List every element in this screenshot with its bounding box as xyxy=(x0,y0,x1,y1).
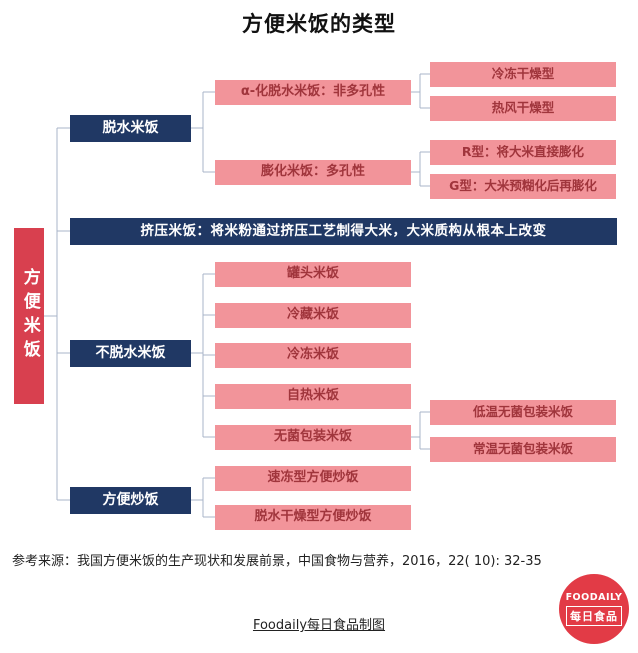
root-trunk-line xyxy=(44,127,70,501)
puffed-bracket-line xyxy=(411,151,430,187)
node-refrigerated-rice: 冷藏米饭 xyxy=(215,303,411,328)
node-freeze-dried: 冷冻干燥型 xyxy=(430,62,616,87)
diagram-title: 方便米饭的类型 xyxy=(242,12,396,36)
node-puffed-rice: 膨化米饭：多孔性 xyxy=(215,160,411,185)
alpha-bracket-line xyxy=(411,73,430,109)
node-dehydrated-dried-fried-rice: 脱水干燥型方便炒饭 xyxy=(215,505,411,530)
node-alpha-dehydrated: α-化脱水米饭：非多孔性 xyxy=(215,80,411,105)
node-canned-rice: 罐头米饭 xyxy=(215,262,411,287)
node-low-temp-aseptic: 低温无菌包装米饭 xyxy=(430,400,616,425)
root-node-instant-rice: 方便米饭 xyxy=(14,228,44,404)
branch-dehydrated-rice: 脱水米饭 xyxy=(70,115,191,142)
node-aseptic-packaged-rice: 无菌包装米饭 xyxy=(215,425,411,450)
node-r-type-puffed: R型：将大米直接膨化 xyxy=(430,140,616,165)
dehydrated-bracket-line xyxy=(191,91,215,173)
logo-text-en: FOODAILY xyxy=(565,592,623,603)
logo-text-cn: 每日食品 xyxy=(566,606,622,626)
branch-extruded-rice: 挤压米饭：将米粉通过挤压工艺制得大米，大米质构从根本上改变 xyxy=(70,218,617,245)
branch-instant-fried-rice: 方便炒饭 xyxy=(70,487,191,514)
fried-rice-bracket-line xyxy=(191,477,215,518)
credit-text: Foodaily每日食品制图 xyxy=(252,618,386,633)
root-node-label: 方便米饭 xyxy=(19,268,40,364)
node-frozen-rice: 冷冻米饭 xyxy=(215,343,411,368)
node-quick-frozen-fried-rice: 速冻型方便炒饭 xyxy=(215,466,411,491)
branch-non-dehydrated-rice: 不脱水米饭 xyxy=(70,340,191,367)
reference-text: 参考来源：我国方便米饭的生产现状和发展前景，中国食物与营养，2016，22( 1… xyxy=(12,554,542,569)
foodaily-logo: FOODAILY 每日食品 xyxy=(559,574,629,644)
node-g-type-puffed: G型：大米预糊化后再膨化 xyxy=(430,174,616,199)
node-self-heating-rice: 自热米饭 xyxy=(215,384,411,409)
node-hot-air-dried: 热风干燥型 xyxy=(430,96,616,121)
node-room-temp-aseptic: 常温无菌包装米饭 xyxy=(430,437,616,462)
aseptic-bracket-line xyxy=(411,411,430,450)
non-dehydrated-bracket-line xyxy=(191,273,215,438)
